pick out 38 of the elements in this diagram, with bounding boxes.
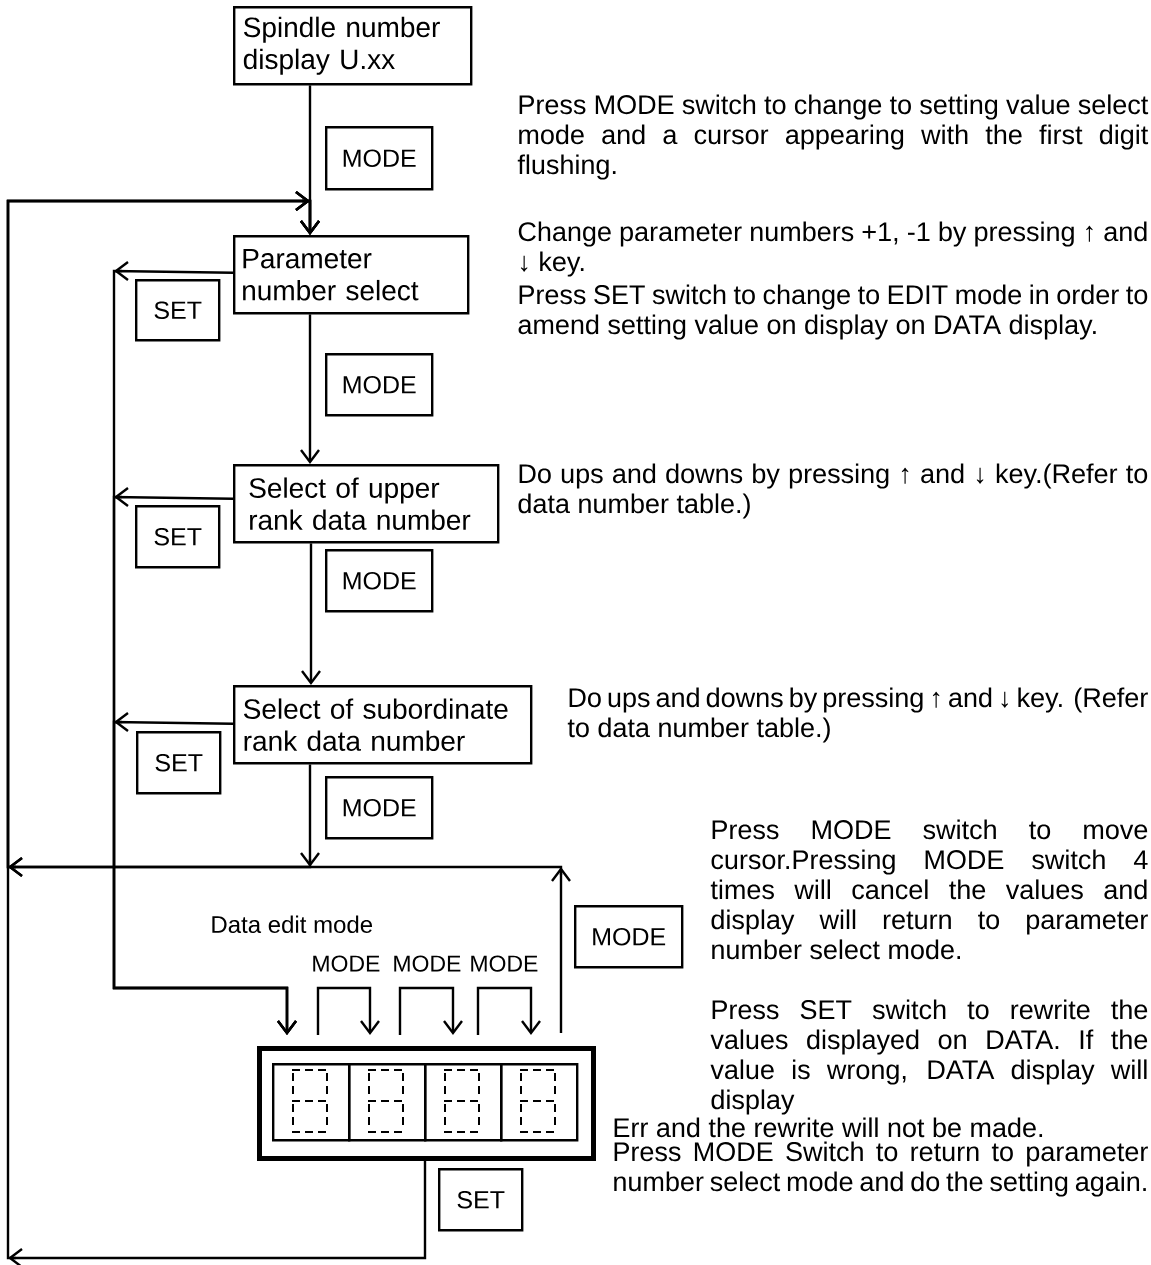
instruction-text: Err and the rewrite will not be made. (614, 1117, 1043, 1138)
instruction-text: Press MODE switch to change to setting value select mode and a cursor appearing with the first digit flushing. (517, 94, 1149, 180)
display-panel (257, 1046, 596, 1161)
process-box: Select of upper rank data number (233, 464, 500, 544)
switch-key-box: MODE (325, 549, 434, 613)
arrow (316, 986, 380, 1035)
switch-key-box: MODE (574, 905, 684, 969)
switch-label: MODE (394, 955, 461, 972)
digit-cell (348, 1063, 427, 1142)
process-box: Select of subordinate rank data number (233, 685, 533, 765)
switch-key-box: MODE (325, 776, 434, 840)
switch-label: MODE (313, 955, 380, 972)
instruction-text: Change parameter numbers +1, -1 by pressing ↑ and ↓ key. (518, 221, 1147, 277)
instruction-text: Press SET switch to rewrite the values displayed on DATA. If the value is wrong, DATA display will display (710, 999, 1148, 1115)
instruction-text: Do ups and downs by pressing ↑ and ↓ key. (Refer to data number table.) (567, 687, 1148, 743)
instruction-text: Do ups and downs by pressing ↑ and ↓ key.(Refer to data number table.) (518, 463, 1148, 519)
switch-key-box: MODE (325, 353, 434, 417)
switch-key-box: SET (438, 1168, 524, 1232)
switch-key-box: SET (135, 279, 221, 342)
switch-key-box: SET (135, 505, 221, 569)
digit-cell (500, 1063, 579, 1142)
arrow (398, 986, 463, 1035)
digit-cell (272, 1063, 351, 1142)
arrow (6, 191, 427, 1265)
arrow (300, 314, 320, 464)
switch-key-box: MODE (325, 126, 434, 191)
process-box: Spindle number display U.xx (233, 6, 473, 86)
switch-label: MODE (471, 955, 538, 972)
arrow (476, 986, 541, 1035)
switch-key-box: SET (136, 731, 222, 795)
instruction-text: Press SET switch to change to EDIT mode in order to amend setting value on display on DATA display. (518, 284, 1148, 340)
instruction-text: Press MODE Switch to return to parameter number select mode and do the setting again. (614, 1141, 1148, 1197)
instruction-text: Press MODE switch to move cursor.Pressing MODE switch 4 times will cancel the values and display will return to parameter number select mode. (710, 819, 1148, 960)
arrow (112, 712, 297, 1035)
arrow (301, 543, 321, 685)
process-box: Parameter number select (233, 235, 470, 315)
digit-cell (424, 1063, 503, 1142)
mode-title: Data edit mode (212, 915, 373, 933)
